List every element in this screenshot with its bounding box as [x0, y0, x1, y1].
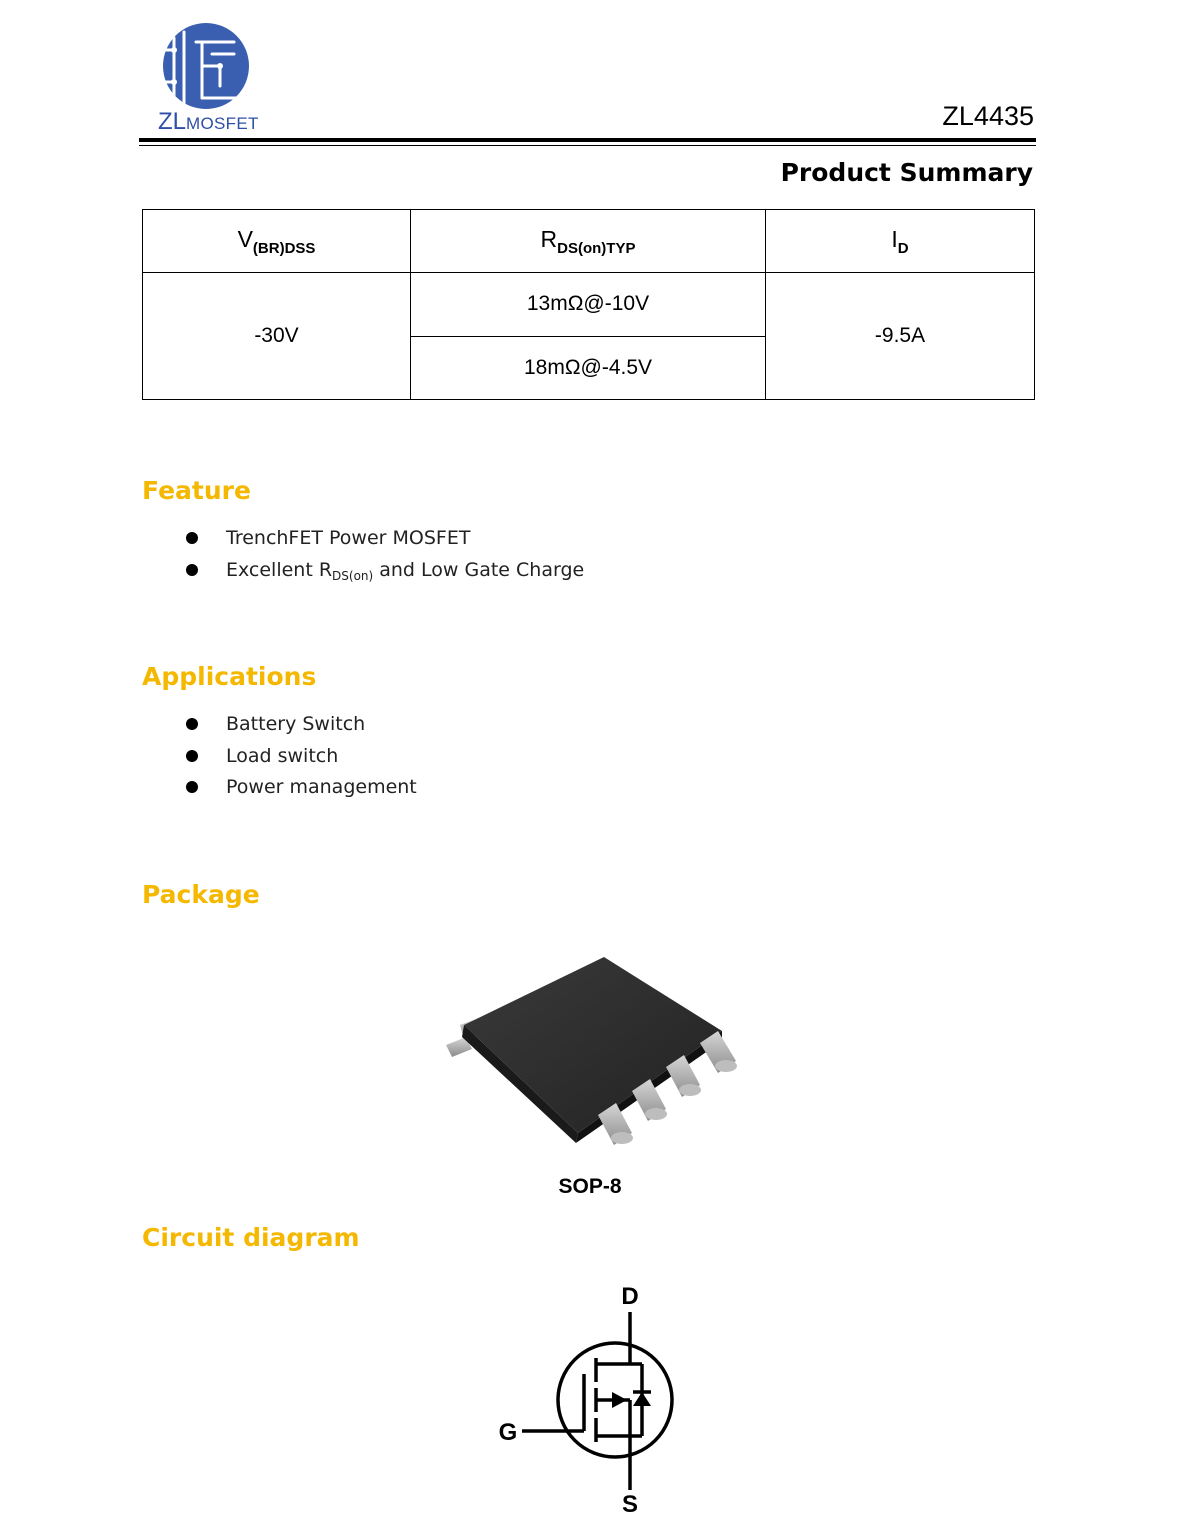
bullet-icon [186, 532, 198, 544]
part-number: ZL4435 [942, 101, 1034, 131]
feature-list: TrenchFET Power MOSFET Excellent RDS(on)… [142, 526, 584, 589]
list-item: Excellent RDS(on) and Low Gate Charge [142, 558, 584, 590]
header-rdson: RDS(on)TYP [410, 208, 766, 274]
feature-title: Feature [142, 476, 251, 505]
logo-text-mosfet: MOSFET [186, 114, 259, 133]
applications-title: Applications [142, 662, 317, 691]
list-item: Load switch [142, 744, 417, 776]
pin-s-label: S [622, 1491, 638, 1518]
table-row: 18mΩ@-4.5V [143, 335, 1035, 401]
mosfet-circuit-diagram: D G S [499, 1283, 674, 1518]
header-rule-thin [139, 145, 1036, 146]
bullet-icon [186, 718, 198, 730]
applications-list: Battery Switch Load switch Power managem… [142, 712, 417, 807]
header-id: ID [765, 208, 1035, 274]
bullet-icon [186, 563, 198, 576]
zlmosfet-logo [162, 23, 249, 109]
table-row: -30V 13mΩ@-10V -9.5A [142, 272, 1035, 400]
product-summary-table: V(BR)DSS RDS(on)TYP ID -30V 13mΩ@-10V -9… [142, 208, 1035, 401]
value-rds-10v: 13mΩ@-10V [410, 272, 766, 337]
value-rds-4v5: 18mΩ@-4.5V [410, 335, 766, 401]
list-item: Battery Switch [142, 712, 417, 744]
list-item: Power management [142, 775, 417, 807]
value-vbrdss: -30V [142, 272, 411, 400]
table-header-row: V(BR)DSS RDS(on)TYP ID [142, 208, 1035, 274]
sop8-package-image [446, 957, 737, 1145]
package-caption: SOP-8 [558, 1175, 622, 1198]
pin-d-label: D [621, 1283, 638, 1310]
bullet-icon [186, 781, 198, 793]
logo-text-zl: ZL [158, 108, 187, 135]
circuit-diagram-title: Circuit diagram [142, 1223, 360, 1252]
header-rule-thick [139, 138, 1036, 142]
header-vbrdss: V(BR)DSS [142, 208, 411, 274]
product-summary-title: Product Summary [780, 158, 1033, 187]
logo-wordmark: ZLMOSFET [158, 108, 259, 136]
package-title: Package [142, 880, 260, 909]
bullet-icon [186, 749, 198, 762]
value-id: -9.5A [765, 272, 1035, 400]
pin-g-label: G [499, 1419, 518, 1446]
list-item: TrenchFET Power MOSFET [142, 526, 584, 558]
